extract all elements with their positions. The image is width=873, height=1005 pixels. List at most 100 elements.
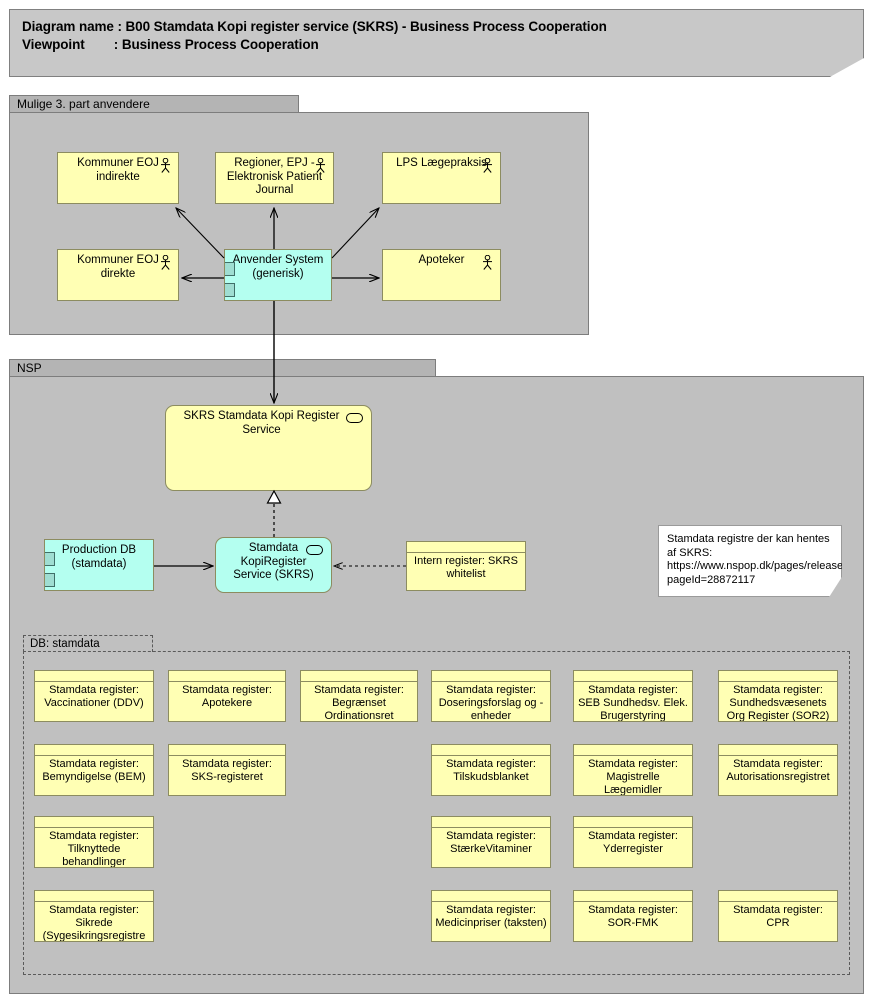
register-label: Stamdata register: Tilskudsblanket [446, 758, 536, 783]
node-label: Stamdata KopiRegister Service (SKRS) [233, 542, 314, 581]
register-label: Stamdata register: Bemyndigelse (BEM) [42, 758, 146, 783]
register-label: Stamdata register: Autorisationsregistre… [726, 758, 830, 783]
register-box[interactable]: Stamdata register: Tilknyttede behandlin… [34, 816, 154, 868]
register-box[interactable]: Stamdata register: Yderregister [573, 816, 693, 868]
register-label: Stamdata register: SOR-FMK [588, 904, 678, 929]
group-nsp-tab: NSP [9, 359, 436, 377]
register-header-strip [432, 891, 550, 902]
node-intern-register-whitelist[interactable]: Intern register: SKRS whitelist [406, 541, 526, 591]
diagram-name-line: Diagram name : B00 Stamdata Kopi registe… [22, 19, 607, 34]
register-label: Stamdata register: Tilknyttede behandlin… [49, 830, 139, 868]
node-label: Kommuner EOJ direkte [77, 254, 159, 280]
diagram-title-box: Diagram name : B00 Stamdata Kopi registe… [9, 9, 864, 77]
register-box[interactable]: Stamdata register: Sundhedsvæsenets Org … [718, 670, 838, 722]
group-third-party-label: Mulige 3. part anvendere [17, 97, 150, 111]
register-box[interactable]: Stamdata register: SKS-registeret [168, 744, 286, 796]
node-label: Anvender System (generisk) [232, 254, 324, 280]
actor-icon [483, 158, 492, 173]
register-label: Stamdata register: Yderregister [588, 830, 678, 855]
actor-icon [316, 158, 325, 173]
node-kommuner-eoj-direkte[interactable]: Kommuner EOJ direkte [57, 249, 179, 301]
register-header-strip [35, 817, 153, 828]
node-apoteker[interactable]: Apoteker [382, 249, 501, 301]
group-nsp-label: NSP [17, 361, 42, 375]
register-label: Stamdata register: Sundhedsvæsenets Org … [726, 684, 830, 722]
register-box[interactable]: Stamdata register: SOR-FMK [573, 890, 693, 942]
service-icon [346, 413, 363, 423]
register-box[interactable]: Stamdata register: SEB Sundhedsv. Elek. … [573, 670, 693, 722]
register-box[interactable]: Stamdata register: Apotekere [168, 670, 286, 722]
register-box[interactable]: Stamdata register: Sikrede (Sygesikrings… [34, 890, 154, 942]
register-box[interactable]: Stamdata register: Vaccinationer (DDV) [34, 670, 154, 722]
register-header-strip [35, 671, 153, 682]
node-label: LPS Lægepraksis [396, 157, 487, 169]
register-header-strip [574, 671, 692, 682]
group-db-stamdata-tab: DB: stamdata [23, 635, 153, 652]
node-production-db[interactable]: Production DB (stamdata) [44, 539, 154, 591]
node-label: SKRS Stamdata Kopi Register Service [183, 410, 340, 436]
register-box[interactable]: Stamdata register: Bemyndigelse (BEM) [34, 744, 154, 796]
register-label: Stamdata register: StærkeVitaminer [446, 830, 536, 855]
register-box[interactable]: Stamdata register: Begrænset Ordinations… [300, 670, 418, 722]
actor-icon [483, 255, 492, 270]
register-label: Stamdata register: Doseringsforslag og -… [438, 684, 544, 722]
register-header-strip [169, 671, 285, 682]
register-header-strip [35, 891, 153, 902]
register-header-strip [719, 671, 837, 682]
node-stamdata-kopiregister-service[interactable]: Stamdata KopiRegister Service (SKRS) [215, 537, 332, 593]
register-header-strip [719, 891, 837, 902]
register-header-strip [169, 745, 285, 756]
register-label: Stamdata register: CPR [733, 904, 823, 929]
node-skrs-service[interactable]: SKRS Stamdata Kopi Register Service [165, 405, 372, 491]
register-header-strip [35, 745, 153, 756]
register-header-strip [574, 891, 692, 902]
node-label: Regioner, EPJ - Elektronisk Patient Jour… [226, 157, 323, 196]
register-box[interactable]: Stamdata register: Doseringsforslag og -… [431, 670, 551, 722]
group-db-stamdata: DB: stamdata [23, 635, 850, 975]
note-text: Stamdata registre der kan hentes af SKRS… [667, 533, 873, 586]
register-box[interactable]: Stamdata register: StærkeVitaminer [431, 816, 551, 868]
actor-icon [161, 158, 170, 173]
register-header-strip [574, 745, 692, 756]
node-label: Production DB (stamdata) [61, 544, 137, 570]
register-label: Stamdata register: Vaccinationer (DDV) [44, 684, 144, 709]
register-label: Stamdata register: Medicinpriser (takste… [435, 904, 547, 929]
register-box[interactable]: Stamdata register: Autorisationsregistre… [718, 744, 838, 796]
register-label: Stamdata register: SKS-registeret [182, 758, 272, 783]
register-header-strip [574, 817, 692, 828]
node-regioner-epj[interactable]: Regioner, EPJ - Elektronisk Patient Jour… [215, 152, 334, 204]
component-icon [225, 262, 235, 276]
node-label: Apoteker [418, 254, 465, 266]
group-db-stamdata-body [23, 651, 850, 975]
group-db-stamdata-label: DB: stamdata [30, 638, 100, 650]
register-header-strip [719, 745, 837, 756]
register-label: Stamdata register: Apotekere [182, 684, 272, 709]
node-anvender-system[interactable]: Anvender System (generisk) [224, 249, 332, 301]
viewpoint-line: Viewpoint : Business Process Cooperation [22, 37, 319, 52]
node-label: Kommuner EOJ indirekte [77, 157, 159, 183]
note-box: Stamdata registre der kan hentes af SKRS… [658, 525, 842, 597]
group-third-party-tab: Mulige 3. part anvendere [9, 95, 299, 113]
register-box[interactable]: Stamdata register: Magistrelle Lægemidle… [573, 744, 693, 796]
component-icon-lower [225, 283, 235, 297]
register-header-strip [432, 671, 550, 682]
register-box[interactable]: Stamdata register: CPR [718, 890, 838, 942]
register-box[interactable]: Stamdata register: Tilskudsblanket [431, 744, 551, 796]
register-label: Stamdata register: Begrænset Ordinations… [314, 684, 404, 722]
register-header-strip [407, 542, 525, 553]
register-label: Stamdata register: SEB Sundhedsv. Elek. … [578, 684, 688, 722]
component-icon [45, 552, 55, 566]
node-kommuner-eoj-indirekte[interactable]: Kommuner EOJ indirekte [57, 152, 179, 204]
node-lps-laegepraksis[interactable]: LPS Lægepraksis [382, 152, 501, 204]
register-label: Stamdata register: Sikrede (Sygesikrings… [42, 904, 146, 942]
component-icon-lower [45, 573, 55, 587]
node-label: Intern register: SKRS whitelist [414, 555, 518, 580]
register-label: Stamdata register: Magistrelle Lægemidle… [588, 758, 678, 796]
register-header-strip [301, 671, 417, 682]
register-box[interactable]: Stamdata register: Medicinpriser (takste… [431, 890, 551, 942]
actor-icon [161, 255, 170, 270]
service-icon [306, 545, 323, 555]
register-header-strip [432, 817, 550, 828]
register-header-strip [432, 745, 550, 756]
